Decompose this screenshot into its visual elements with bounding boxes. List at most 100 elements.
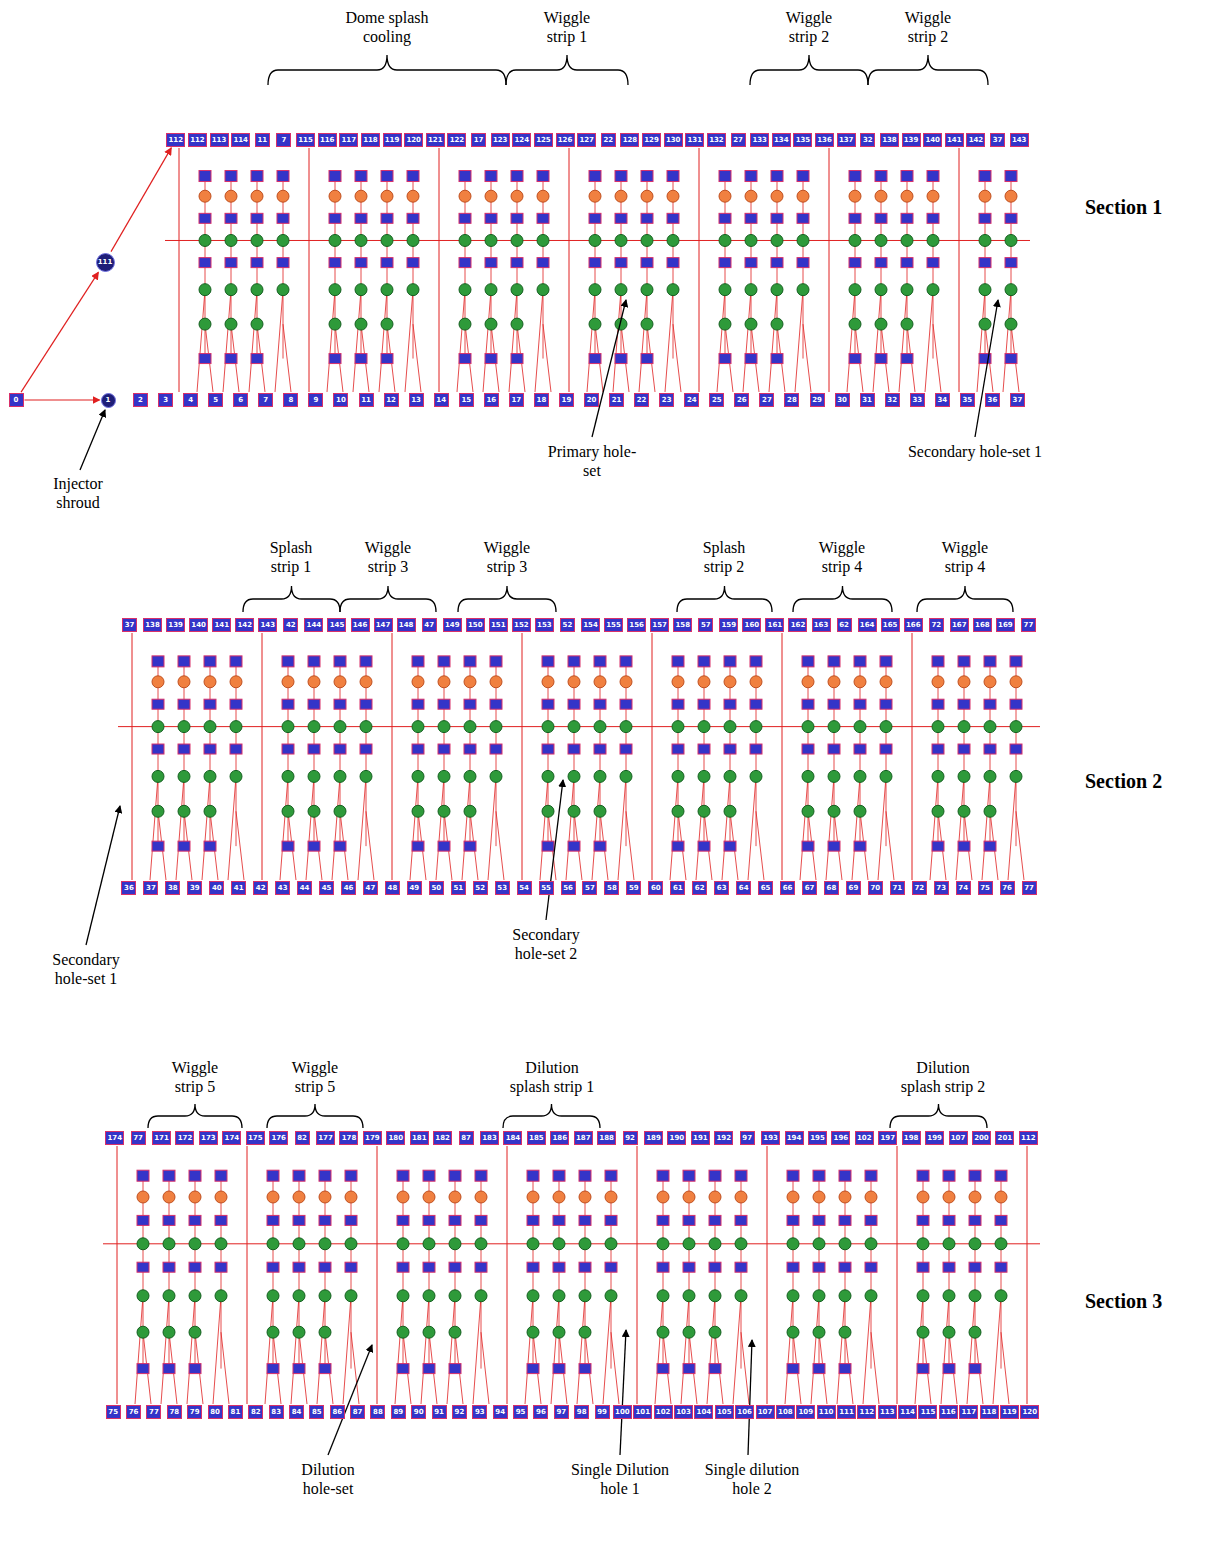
- node-square: [152, 699, 164, 709]
- flow-box: 8: [283, 393, 298, 407]
- heat-node: [381, 190, 393, 202]
- node-square: [464, 744, 476, 754]
- junction-node: [745, 284, 757, 296]
- node-number: 116: [941, 1409, 956, 1416]
- flow-box: 58: [604, 881, 619, 895]
- junction-node: [464, 805, 476, 817]
- flow-box: 120: [404, 133, 423, 147]
- flow-line: [977, 290, 985, 392]
- node-number: 77: [149, 1409, 159, 1416]
- heat-node: [412, 676, 424, 688]
- node-square: [178, 744, 190, 754]
- flow-line: [873, 290, 881, 392]
- junction-node: [839, 1238, 851, 1250]
- heat-node: [839, 1191, 851, 1203]
- flow-box: 39: [187, 881, 202, 895]
- flow-box: 173: [199, 1131, 218, 1145]
- node-square: [735, 1215, 747, 1225]
- node-number: 18: [537, 397, 547, 404]
- curly-bracket: [868, 55, 988, 85]
- flow-box: 108: [776, 1405, 795, 1419]
- flow-line: [309, 148, 310, 392]
- junction-node: [854, 721, 866, 733]
- part-label: Injector shroud: [38, 474, 118, 512]
- section-title: Section 1: [1085, 196, 1162, 219]
- node-square: [542, 699, 554, 709]
- flow-box: 23: [659, 393, 674, 407]
- junction-node: [709, 1326, 721, 1338]
- flow-box: 138: [143, 618, 162, 632]
- node-square: [589, 354, 601, 364]
- curly-bracket: [750, 55, 868, 85]
- node-number: 135: [796, 137, 811, 144]
- flow-box: 150: [466, 618, 485, 632]
- junction-node: [381, 318, 393, 330]
- node-number: 115: [298, 137, 313, 144]
- node-square: [958, 699, 970, 709]
- node-square: [1010, 656, 1022, 667]
- flow-box: 76: [126, 1405, 141, 1419]
- flow-circle: 111: [96, 253, 115, 272]
- node-number: 194: [787, 1135, 802, 1142]
- flow-box: 27: [731, 133, 746, 147]
- part-label: Primary hole-set: [542, 442, 642, 480]
- junction-node: [1010, 770, 1022, 782]
- flow-box: 168: [973, 618, 992, 632]
- flow-box: 158: [673, 618, 692, 632]
- node-square: [319, 1215, 331, 1225]
- flow-line: [826, 776, 834, 880]
- node-square: [605, 1215, 617, 1225]
- node-square: [849, 354, 861, 364]
- node-number: 77: [1024, 622, 1034, 629]
- flow-box: 69: [846, 881, 861, 895]
- node-number: 21: [612, 397, 622, 404]
- node-number: 22: [603, 137, 613, 144]
- part-label: Wiggle strip 3: [472, 538, 542, 576]
- node-number: 143: [1012, 137, 1027, 144]
- node-number: 25: [712, 397, 722, 404]
- node-square: [724, 744, 736, 754]
- flow-box: 166: [904, 618, 923, 632]
- node-square: [475, 1170, 487, 1181]
- node-number: 94: [495, 1409, 505, 1416]
- flow-line: [837, 1296, 845, 1404]
- node-square: [641, 258, 653, 268]
- node-square: [641, 213, 653, 223]
- junction-node: [589, 234, 601, 246]
- node-number: 46: [344, 885, 354, 892]
- flow-box: 47: [363, 881, 378, 895]
- flow-box: 9: [308, 393, 323, 407]
- junction-node: [267, 1238, 279, 1250]
- junction-node: [360, 770, 372, 782]
- node-square: [178, 699, 190, 709]
- node-square: [615, 213, 627, 223]
- node-number: 26: [737, 397, 747, 404]
- junction-node: [589, 318, 601, 330]
- flow-box: 16: [484, 393, 499, 407]
- node-square: [579, 1364, 591, 1374]
- junction-node: [412, 770, 424, 782]
- node-square: [360, 744, 372, 754]
- node-number: 43: [278, 885, 288, 892]
- node-square: [464, 656, 476, 667]
- node-number: 139: [168, 622, 183, 629]
- flow-box: 56: [561, 881, 576, 895]
- node-square: [932, 744, 944, 754]
- flow-box: 78: [167, 1405, 182, 1419]
- flow-box: 112: [188, 133, 207, 147]
- flow-box: 3: [158, 393, 173, 407]
- flow-box: 41: [231, 881, 246, 895]
- node-square: [1010, 744, 1022, 754]
- heat-node: [745, 190, 757, 202]
- flow-box: 176: [269, 1131, 288, 1145]
- node-square: [277, 258, 289, 268]
- junction-node: [750, 770, 762, 782]
- node-square: [334, 699, 346, 709]
- node-number: 201: [998, 1135, 1013, 1142]
- flow-box: 115: [918, 1405, 937, 1419]
- junction-node: [724, 770, 736, 782]
- section-title: Section 3: [1085, 1290, 1162, 1313]
- flow-line: [811, 1296, 819, 1404]
- flow-line: [247, 1146, 248, 1404]
- flow-box: 122: [447, 133, 466, 147]
